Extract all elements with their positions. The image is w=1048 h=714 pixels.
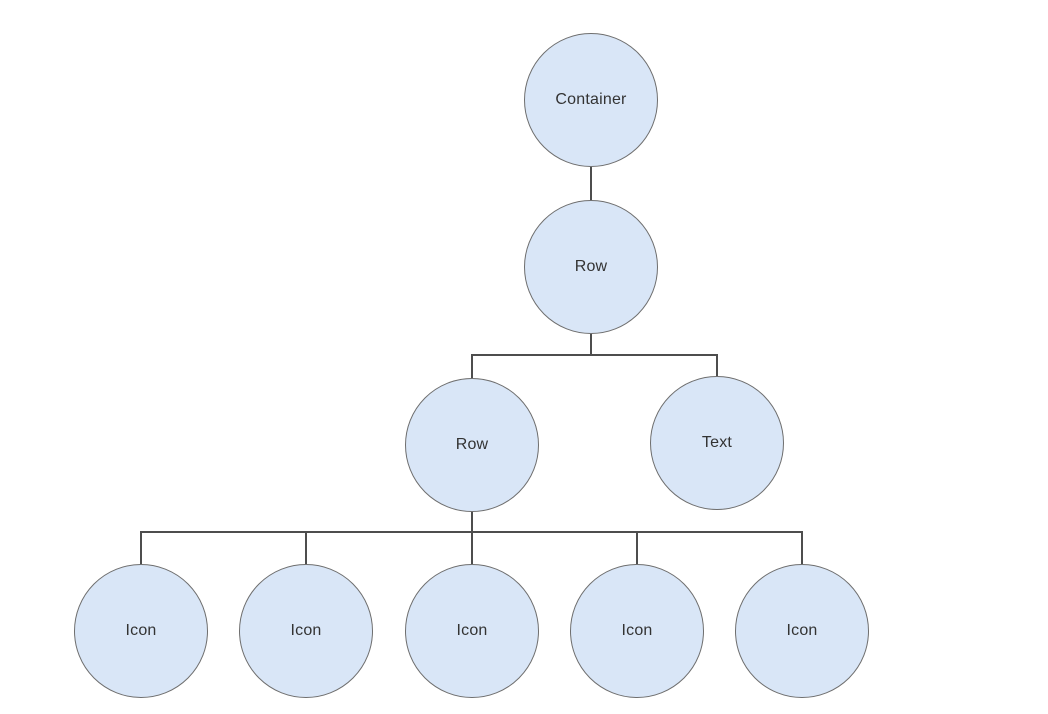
node-icon-1-label: Icon — [125, 622, 157, 639]
node-container[interactable]: Container — [524, 33, 658, 167]
node-row-level2-label: Row — [574, 258, 608, 275]
node-icon-4-label: Icon — [621, 622, 653, 639]
edge-row-branch — [471, 354, 717, 356]
edge-row-trunk — [590, 334, 592, 355]
edge-container-to-row — [590, 167, 592, 200]
edge-row-l3-trunk — [471, 512, 473, 532]
node-icon-3[interactable]: Icon — [405, 564, 539, 698]
node-icon-5-label: Icon — [786, 622, 818, 639]
edge-stub-row-l3 — [471, 354, 473, 378]
node-icon-2[interactable]: Icon — [239, 564, 373, 698]
node-icon-3-label: Icon — [456, 622, 488, 639]
node-text[interactable]: Text — [650, 376, 784, 510]
edge-stub-icon-5 — [801, 531, 803, 564]
edge-stub-icon-2 — [305, 531, 307, 564]
node-icon-2-label: Icon — [290, 622, 322, 639]
node-container-label: Container — [555, 91, 627, 108]
edge-stub-icon-1 — [140, 531, 142, 564]
node-icon-4[interactable]: Icon — [570, 564, 704, 698]
node-icon-1[interactable]: Icon — [74, 564, 208, 698]
edge-stub-icon-3 — [471, 531, 473, 564]
edge-stub-icon-4 — [636, 531, 638, 564]
node-row-level3[interactable]: Row — [405, 378, 539, 512]
node-icon-5[interactable]: Icon — [735, 564, 869, 698]
node-text-label: Text — [701, 434, 733, 451]
node-row-level3-label: Row — [455, 436, 489, 453]
node-row-level2[interactable]: Row — [524, 200, 658, 334]
edge-stub-text — [716, 354, 718, 376]
